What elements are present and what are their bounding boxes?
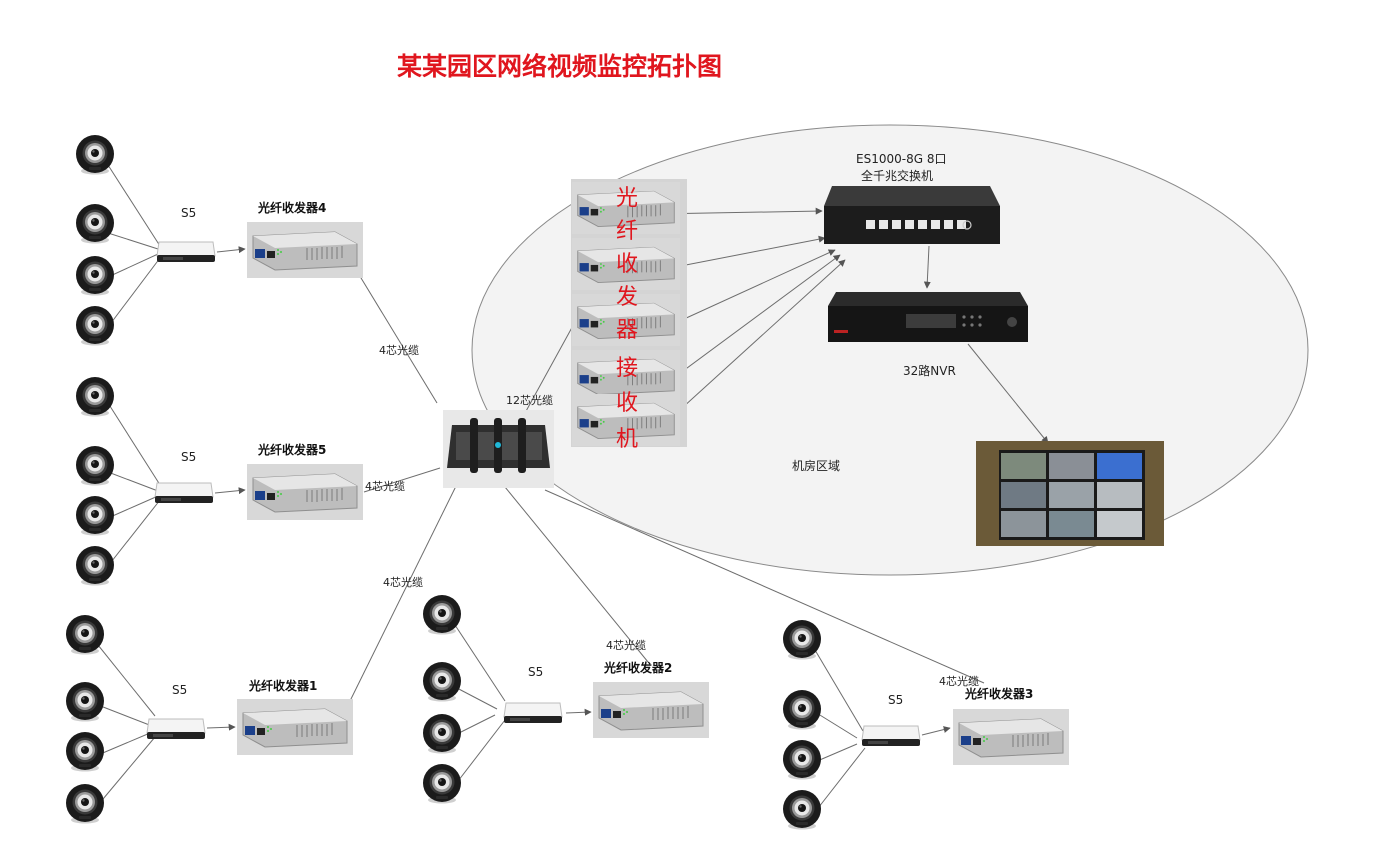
camera-icon <box>423 662 461 702</box>
camera-icon <box>76 377 114 417</box>
receiver-char: 收 <box>616 391 638 416</box>
camera-icon <box>423 595 461 635</box>
cable-label-2: 4芯光缆 <box>606 638 646 652</box>
camera-icon <box>76 256 114 296</box>
poe-switch-s5-icon <box>154 482 214 504</box>
receiver-vertical-label: 光 纤 收 发 器 接 收 机 <box>616 186 638 452</box>
s5-to-transceiver-links <box>206 246 951 736</box>
camera-icon <box>76 446 114 486</box>
camera-icon <box>76 306 114 346</box>
camera-icon <box>76 546 114 586</box>
camera-icon <box>783 740 821 780</box>
server-room-label: 机房区域 <box>792 458 840 473</box>
fiber-splice-closure-icon <box>443 410 554 488</box>
camera-icon <box>783 790 821 830</box>
camera-wires <box>97 164 866 813</box>
cable-label-1: 4芯光缆 <box>383 575 423 589</box>
poe-switch-s5-icon <box>156 241 216 263</box>
s5-label-1: S5 <box>172 683 187 697</box>
camera-icon <box>423 764 461 804</box>
s5-label-2: S5 <box>528 665 543 679</box>
camera-icon <box>66 615 104 655</box>
receiver-char: 收 <box>616 252 638 277</box>
camera-icon <box>783 690 821 730</box>
camera-icon <box>783 620 821 660</box>
transceiver-label-1: 光纤收发器1 <box>248 678 317 693</box>
cable-label-4: 4芯光缆 <box>379 343 419 357</box>
switch-model-label: ES1000-8G 8口 <box>856 152 946 166</box>
fiber-cables <box>348 272 985 704</box>
fiber-transceiver-icon <box>247 464 363 520</box>
transceiver-label-2: 光纤收发器2 <box>603 660 672 675</box>
cable-label-5: 4芯光缆 <box>365 479 405 493</box>
receiver-char: 发 <box>616 285 638 310</box>
nvr-label: 32路NVR <box>903 363 956 378</box>
camera-icon <box>66 784 104 824</box>
camera-icon <box>66 732 104 772</box>
splice-cable-label: 12芯光缆 <box>506 393 553 407</box>
server-links <box>654 207 1049 444</box>
poe-switch-s5-icon <box>503 702 563 724</box>
fiber-transceiver-icon <box>953 709 1069 765</box>
s5-label-5: S5 <box>181 450 196 464</box>
camera-icon <box>76 135 114 175</box>
camera-icon <box>76 496 114 536</box>
receiver-char: 光 <box>616 186 638 211</box>
poe-switch-s5-icon <box>146 718 206 740</box>
switch-type-label: 全千兆交换机 <box>861 168 933 183</box>
poe-switch-s5-icon <box>861 725 921 747</box>
fiber-transceiver-icon <box>593 682 709 738</box>
fiber-transceiver-icon <box>237 699 353 755</box>
fiber-transceiver-icon <box>247 222 363 278</box>
transceiver-label-5: 光纤收发器5 <box>257 442 326 457</box>
receiver-char: 接 <box>616 356 638 381</box>
camera-icon <box>76 204 114 244</box>
receiver-char: 纤 <box>616 219 638 244</box>
s5-label-4: S5 <box>181 206 196 220</box>
transceiver-label-3: 光纤收发器3 <box>964 686 1033 701</box>
receiver-char: 机 <box>616 427 638 452</box>
receiver-char: 器 <box>616 318 638 343</box>
s5-label-3: S5 <box>888 693 903 707</box>
nvr-recorder-icon <box>828 292 1028 342</box>
gigabit-switch-icon <box>824 186 1000 244</box>
diagram-title: 某某园区网络视频监控拓扑图 <box>397 52 722 81</box>
transceiver-label-4: 光纤收发器4 <box>257 200 326 215</box>
camera-icon <box>66 682 104 722</box>
camera-icon <box>423 714 461 754</box>
cable-label-3: 4芯光缆 <box>939 674 979 688</box>
video-wall-icon <box>976 441 1164 546</box>
